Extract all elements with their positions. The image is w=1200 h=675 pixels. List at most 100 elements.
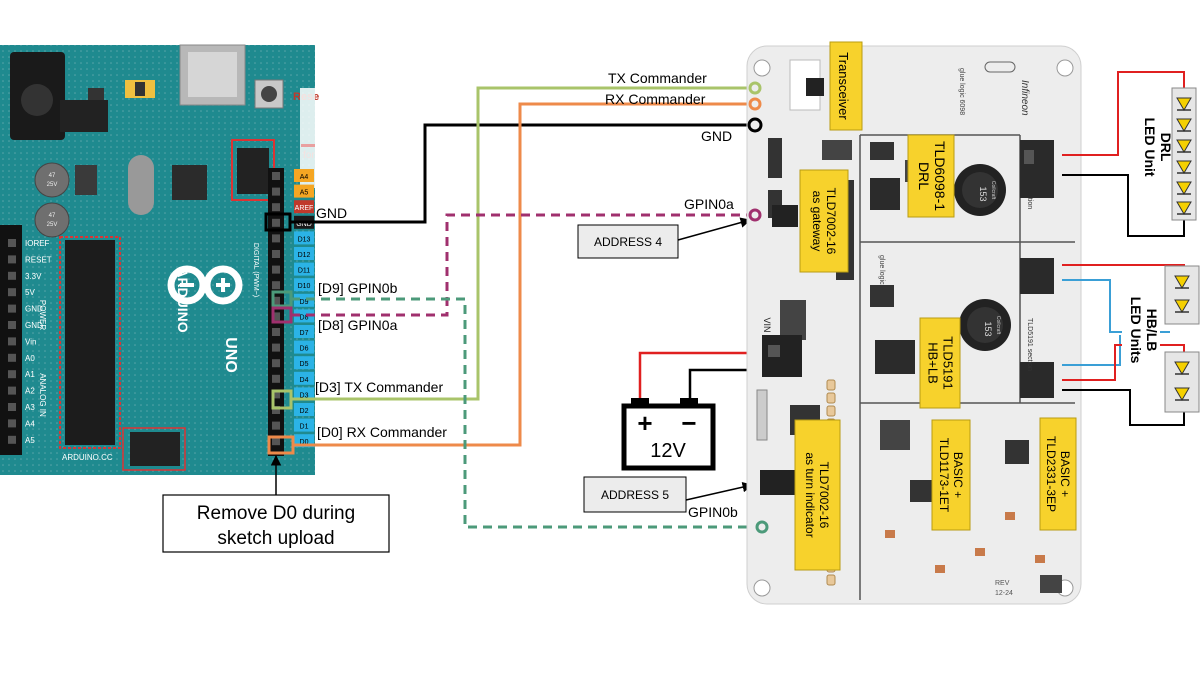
capacitor: 47 25V [34, 202, 70, 238]
led-diode-icon [1176, 118, 1192, 132]
pin-label: A0 [25, 354, 35, 363]
lb-wire-red [1062, 344, 1185, 381]
pin-label: D5 [300, 361, 309, 368]
hblb-led-label: HB/LBLED Units [1128, 297, 1160, 364]
pin-label: A5 [300, 190, 309, 197]
pin-label: RESET [25, 255, 52, 264]
arduino-model: UNO [222, 337, 239, 373]
pin-label-bg [294, 309, 314, 323]
svg-text:25V: 25V [47, 222, 58, 228]
pin-label: Vin [25, 337, 36, 346]
label-line: as turn indicator [803, 452, 817, 537]
pin-label: A4 [25, 419, 35, 428]
pin-hole [272, 281, 280, 290]
pin-label: D3 [300, 392, 309, 399]
site-label: ARDUINO.CC [62, 453, 113, 462]
led-diode-icon [1174, 275, 1190, 289]
pin-hole [8, 239, 16, 247]
pin-label: 3.3V [25, 272, 42, 281]
battery-minus: − [681, 408, 696, 438]
pin-hole [272, 406, 280, 414]
pin-label: D6 [300, 346, 309, 353]
pin-hole [8, 403, 16, 411]
pin-hole [8, 288, 16, 297]
pin-hole [272, 250, 280, 258]
d8-label: [D8] GPIN0a [318, 317, 398, 333]
pin-label: D7 [300, 330, 309, 337]
pin-hole [272, 234, 280, 243]
svg-text:BASIC +TLD1173-1ET: BASIC +TLD1173-1ET [937, 438, 965, 513]
tx-wire [291, 86, 752, 401]
pin-hole [272, 172, 280, 180]
label-line: LED Units [1128, 297, 1144, 364]
digital-label: DIGITAL (PWM~) [252, 243, 259, 297]
led-diode-icon [1176, 181, 1192, 195]
pin-label-bg [294, 200, 314, 214]
pin-hole [272, 343, 280, 352]
rx-label: RX Commander [605, 91, 706, 107]
svg-text:TLD5191HB+LB: TLD5191HB+LB [926, 336, 956, 389]
tx-label: TX Commander [608, 70, 707, 86]
pin-label-bg [294, 169, 314, 182]
remove-d0-line: Remove D0 during [197, 503, 355, 524]
glue-logic-5191-label: glue logic 5191 [878, 255, 885, 302]
pin-hole [272, 374, 280, 383]
pin-hole [272, 312, 280, 321]
pin-label-bg [294, 387, 314, 401]
led-diode-icon [1176, 97, 1192, 111]
gnd-wire [290, 123, 750, 224]
d3-label: [D3] TX Commander [315, 379, 443, 395]
power-label: POWER [38, 300, 47, 330]
label-line: TLD2331-3EP [1044, 436, 1058, 512]
led-diode-icon [1174, 387, 1190, 401]
icsp-header [237, 148, 269, 194]
gateway-label: TLD7002-16as gateway [799, 169, 849, 273]
led-diode-icon [1174, 299, 1190, 313]
atmega-chip [65, 240, 115, 445]
pin-label: D12 [298, 252, 311, 259]
d0-label: [D0] RX Commander [317, 424, 447, 440]
label-line: Transceiver [836, 52, 851, 120]
basic1-label: BASIC +TLD1173-1ET [931, 419, 971, 531]
address5-label: ADDRESS 5 [601, 488, 669, 502]
pin-label: A4 [300, 174, 309, 181]
pin-label-bg [294, 356, 314, 370]
pin-hole [8, 337, 16, 346]
pin-label: D11 [298, 268, 310, 275]
resistor [826, 392, 836, 404]
pin-hole [8, 321, 16, 329]
glue-logic-label: glue logic 6098 [958, 68, 965, 115]
pin-hole [272, 218, 280, 227]
pin-label-bg [294, 293, 314, 307]
svg-text:47: 47 [49, 173, 56, 179]
pin-hole [8, 419, 16, 428]
label-line: TLD6098-1 [932, 141, 948, 211]
pin-label-bg [294, 278, 314, 292]
label-line: DRL [916, 162, 932, 190]
led-diode-icon [1176, 201, 1192, 215]
pin-label: IOREF [25, 239, 50, 248]
label-line: DRL [1158, 133, 1174, 162]
svg-text:153: 153 [983, 321, 993, 336]
gpin0b-wire [291, 297, 760, 529]
hb-chip-label: TLD5191HB+LB [919, 317, 961, 409]
label-line: LED Unit [1142, 117, 1158, 176]
gpin0a-wire [291, 213, 752, 317]
drl-led-label: DRLLED Unit [1142, 117, 1174, 176]
turn-chip-label: TLD7002-16as turn indicator [794, 419, 841, 571]
analog-label: ANALOG IN [38, 373, 47, 417]
pin-label: A1 [25, 370, 35, 379]
pin-hole [272, 437, 280, 446]
pin-label-bg [294, 340, 314, 354]
rev-label: REV [995, 580, 1010, 587]
capacitor: 47 25V [34, 162, 70, 198]
svg-text:25V: 25V [47, 182, 58, 188]
address5-callout: ADDRESS 5 [583, 476, 754, 513]
section-hb-label: TLD5191 section [1026, 318, 1033, 371]
gpin0a-label: GPIN0a [684, 196, 734, 212]
led-diode-icon [1176, 139, 1192, 153]
inductor-drl: 153 Coilcraft [954, 164, 1006, 216]
rx-wire [293, 102, 752, 447]
